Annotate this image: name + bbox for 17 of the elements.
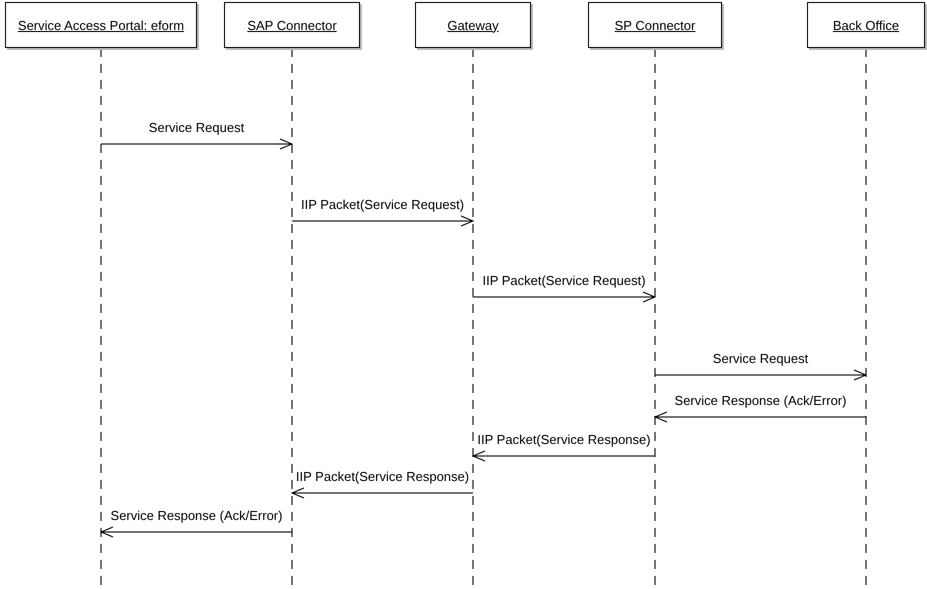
message-label: Service Request <box>710 351 810 366</box>
message-label: Service Response (Ack/Error) <box>108 508 284 523</box>
message-label: Service Request <box>146 120 246 135</box>
message-arrow <box>472 450 656 462</box>
message-arrow <box>292 488 474 498</box>
message-label: Service Response (Ack/Error) <box>672 393 848 408</box>
participant-name: Back Office <box>832 16 900 34</box>
message-arrow <box>472 292 656 302</box>
participant-name: Service Access Portal: eform <box>16 16 186 34</box>
message-arrow <box>654 412 866 422</box>
participant-name: SP Connector <box>614 16 696 34</box>
message-arrow <box>100 138 292 150</box>
message-arrow <box>100 526 292 538</box>
message-arrow <box>292 216 474 226</box>
message-arrow <box>654 370 866 380</box>
participant-name: Gateway <box>446 16 500 34</box>
participant-name: SAP Connector <box>246 16 338 34</box>
